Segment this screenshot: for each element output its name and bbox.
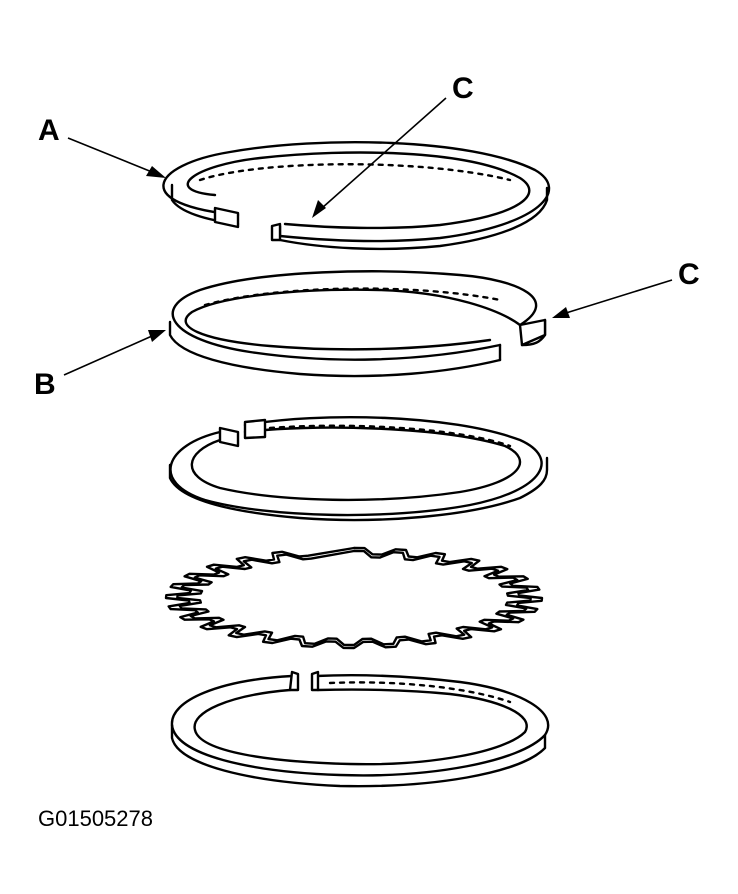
oil-ring-spacer-expander xyxy=(164,546,544,650)
leader-c-top xyxy=(312,97,447,218)
callout-c-right: C xyxy=(678,258,700,291)
figure-code: G01505278 xyxy=(38,806,153,831)
leader-a xyxy=(67,137,166,178)
callout-c-top: C xyxy=(452,72,474,105)
oil-ring-lower-rail xyxy=(170,670,550,788)
leader-b xyxy=(63,330,166,376)
callout-a: A xyxy=(38,114,60,147)
callout-b: B xyxy=(34,368,56,401)
top-compression-ring xyxy=(162,141,551,251)
second-compression-ring xyxy=(168,270,547,378)
leader-c-right xyxy=(552,279,673,318)
oil-ring-upper-rail xyxy=(168,415,549,522)
